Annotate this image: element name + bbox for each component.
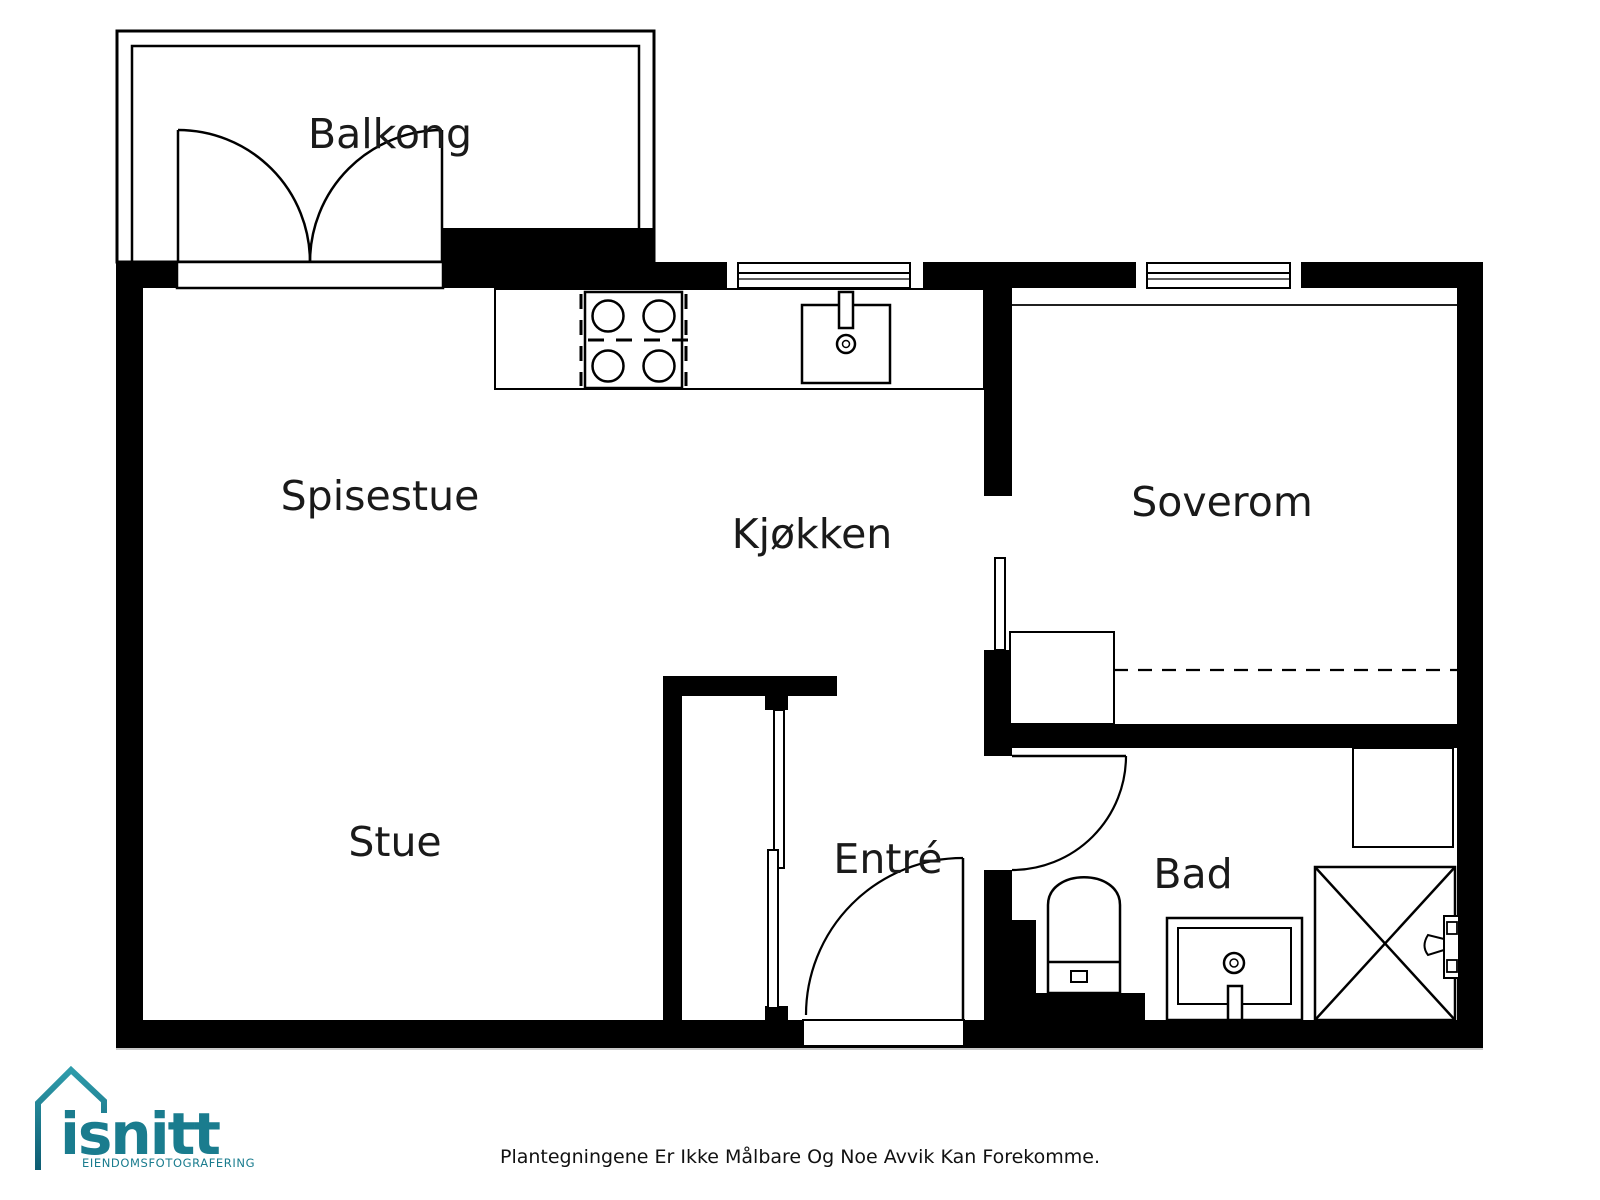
burner-bottom-right bbox=[642, 349, 676, 383]
shower-diagonal-2 bbox=[1314, 866, 1456, 1021]
stue-sliding-door-panel-b bbox=[767, 849, 779, 1009]
stue-entre-wall-horizontal bbox=[663, 676, 837, 696]
left-wall bbox=[116, 262, 143, 1048]
bathroom-door-swing-arc bbox=[1011, 755, 1128, 872]
bedroom-sliding-door-leaf bbox=[994, 557, 1006, 651]
bathroom-fixtures bbox=[1011, 747, 1460, 1022]
kitchen-sink-icon bbox=[800, 290, 892, 385]
logo-house-icon bbox=[35, 1065, 107, 1170]
sliding-door-bottom-stub bbox=[765, 1006, 788, 1020]
entry-door-threshold bbox=[802, 1019, 965, 1047]
label-kjokken: Kjøkken bbox=[732, 510, 893, 558]
nightstand-icon bbox=[1009, 631, 1115, 725]
bedroom-bathroom-wall bbox=[984, 724, 1457, 748]
label-spisestue: Spisestue bbox=[281, 472, 480, 520]
stue-entre-wall-vertical bbox=[663, 696, 682, 1020]
logo-text: isnitt bbox=[60, 1100, 220, 1168]
right-wall bbox=[1457, 262, 1483, 1048]
balcony-double-door bbox=[175, 128, 445, 290]
entry-door bbox=[802, 856, 965, 1047]
kitchen-bedroom-wall-lower bbox=[984, 650, 1012, 724]
bath-bottom-block bbox=[1012, 993, 1145, 1020]
top-wall-block bbox=[443, 228, 654, 288]
shower-head bbox=[1423, 933, 1445, 957]
bedroom-window bbox=[1136, 262, 1301, 289]
shower-icon bbox=[1313, 865, 1460, 1022]
top-wall-right-segment bbox=[1301, 262, 1483, 288]
bathroom-sink-drain-inner bbox=[1229, 958, 1239, 968]
entre-fixtures bbox=[767, 709, 965, 1047]
entre-bath-wall-top-stub bbox=[984, 748, 1012, 756]
bedroom-fixtures bbox=[994, 304, 1457, 725]
burner-top-right bbox=[642, 299, 676, 333]
balcony-door-sill bbox=[175, 260, 445, 290]
disclaimer-text: Plantegningene Er Ikke Målbare Og Noe Av… bbox=[500, 1145, 1100, 1168]
kitchen-sink-faucet bbox=[837, 290, 855, 330]
top-wall-mid-segment bbox=[654, 262, 727, 288]
bathroom-door bbox=[1011, 754, 1128, 872]
label-balkong: Balkong bbox=[308, 110, 472, 158]
kitchen-sink-drain-inner bbox=[841, 339, 851, 349]
balcony-door-left-swing-arc bbox=[177, 128, 312, 263]
burner-top-left bbox=[591, 299, 625, 333]
exterior-walls bbox=[116, 228, 1483, 1050]
room-labels: Balkong Spisestue Kjøkken Soverom Stue E… bbox=[281, 110, 1313, 898]
logo-tagline: EIENDOMSFOTOGRAFERING bbox=[82, 1156, 255, 1170]
windows bbox=[727, 262, 1301, 289]
shower-mixer-knob-bottom bbox=[1446, 959, 1458, 973]
toilet-bowl bbox=[1046, 876, 1122, 995]
stue-sliding-door-panel-a bbox=[773, 709, 785, 869]
interior-walls bbox=[663, 288, 1457, 1020]
label-entre: Entré bbox=[833, 835, 942, 883]
top-wall-between-windows bbox=[923, 262, 1136, 288]
bottom-wall bbox=[116, 1020, 1483, 1048]
shower-mixer-knob-top bbox=[1446, 921, 1458, 935]
label-bad: Bad bbox=[1153, 850, 1232, 898]
burner-bottom-left bbox=[591, 349, 625, 383]
label-soverom: Soverom bbox=[1131, 478, 1313, 526]
kitchen-bedroom-wall-upper bbox=[984, 288, 1012, 496]
entry-door-swing-arc bbox=[804, 856, 964, 1016]
kitchen-fixtures bbox=[494, 288, 985, 390]
kitchen-window bbox=[727, 262, 923, 289]
label-stue: Stue bbox=[348, 818, 441, 866]
stove-icon bbox=[579, 290, 689, 390]
kitchen-counter bbox=[494, 288, 985, 390]
entre-bath-wall-lower bbox=[984, 870, 1012, 1020]
isnitt-logo: isnitt EIENDOMSFOTOGRAFERING bbox=[35, 1065, 255, 1173]
bath-wall-step bbox=[1012, 920, 1036, 993]
toilet-flush-button bbox=[1070, 970, 1088, 983]
bathroom-sink-faucet bbox=[1226, 984, 1244, 1022]
bathroom-closet bbox=[1352, 747, 1454, 848]
bathroom-sink-icon bbox=[1165, 916, 1304, 1022]
bedroom-window-frame bbox=[1146, 262, 1291, 289]
kitchen-window-frame bbox=[737, 262, 911, 289]
toilet-icon bbox=[1046, 876, 1122, 995]
balcony-door-right-swing-arc bbox=[308, 128, 443, 263]
sliding-door-top-stub bbox=[765, 696, 788, 710]
